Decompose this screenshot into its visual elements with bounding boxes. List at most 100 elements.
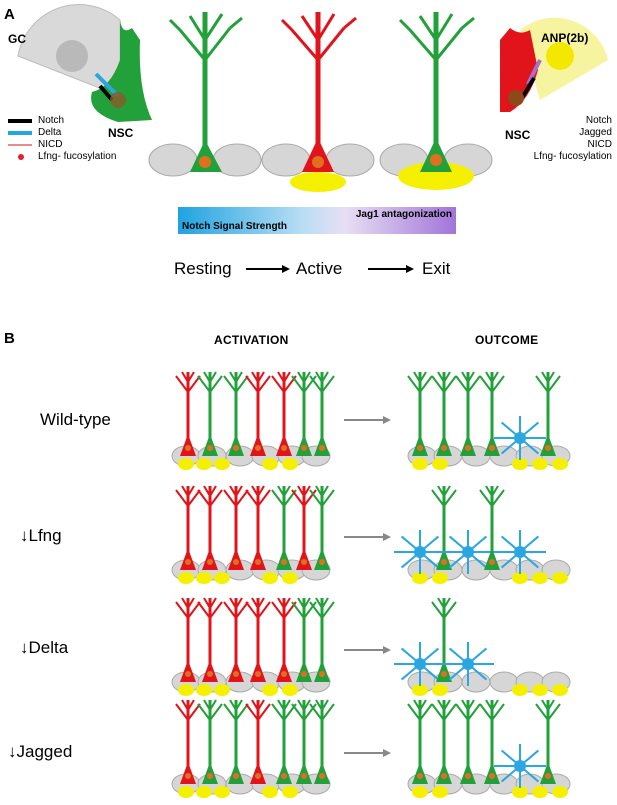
anp-cell [512, 786, 528, 798]
nucleus [301, 773, 307, 779]
down-arrow-icon: ↓ [8, 742, 17, 761]
dendrite [197, 371, 223, 393]
astrocyte-process [448, 551, 469, 569]
dendrite [309, 371, 335, 393]
nucleus [281, 671, 287, 677]
anp-cell [282, 786, 298, 798]
anp-cell [196, 458, 212, 470]
nucleus [545, 445, 551, 451]
astrocyte-process [519, 437, 540, 455]
anp-cell [532, 572, 548, 584]
anp-cell [178, 572, 194, 584]
nucleus [441, 559, 447, 565]
legend-r-jagged: Jagged [579, 127, 612, 138]
dendrite [271, 371, 297, 393]
astrocyte-process [467, 551, 488, 569]
nucleus [255, 445, 261, 451]
neuron-exit [379, 12, 493, 190]
nucleus [207, 671, 213, 677]
dendrite [291, 485, 317, 507]
nsc-right-label: NSC [505, 128, 531, 142]
anp-cell [412, 572, 428, 584]
nucleus [281, 773, 287, 779]
nucleus [319, 773, 325, 779]
dendrite [223, 699, 249, 721]
anp-cell [282, 684, 298, 696]
dendrite [271, 699, 297, 721]
dendrite [479, 371, 505, 393]
anp-cell [262, 684, 278, 696]
dendrite [223, 371, 249, 393]
nucleus [185, 671, 191, 677]
legend-notch: Notch [8, 115, 64, 127]
anp-cell [552, 684, 568, 696]
notch-gradient-bar: Notch Signal Strength Jag1 antagonizatio… [178, 207, 456, 234]
dendrite [535, 371, 561, 393]
dendrite [431, 485, 457, 507]
dendrite [431, 371, 457, 393]
dendrite [271, 597, 297, 619]
astrocyte-process [419, 663, 440, 681]
nucleus [441, 445, 447, 451]
astrocyte-process [448, 663, 469, 681]
anp-cell [512, 684, 528, 696]
astrocyte-process [500, 765, 521, 783]
anp-cell [432, 684, 448, 696]
astrocyte-process [500, 749, 521, 767]
cell-rows-art [171, 371, 571, 798]
astrocyte-process [500, 535, 521, 553]
astrocyte-process [400, 647, 421, 665]
nucleus [255, 773, 261, 779]
nucleus [545, 773, 551, 779]
col-activation: ACTIVATION [214, 333, 289, 347]
nucleus [319, 445, 325, 451]
astrocyte-process [419, 535, 440, 553]
dendrite [271, 485, 297, 507]
dendrite [175, 597, 201, 619]
dendrite [245, 699, 271, 721]
dendrite [407, 699, 433, 721]
astrocyte-process [519, 551, 540, 569]
seq-active: Active [296, 259, 343, 278]
anp-cell [412, 458, 428, 470]
anp-cell [532, 786, 548, 798]
nucleus [233, 773, 239, 779]
down-arrow-icon: ↓ [20, 638, 29, 657]
anp-cell [178, 684, 194, 696]
nucleus [255, 559, 261, 565]
nucleus [255, 671, 261, 677]
sequence-arrows [246, 265, 414, 273]
nucleus [207, 559, 213, 565]
outcome-arrows [344, 416, 391, 757]
anp-cell [178, 458, 194, 470]
nucleus [489, 445, 495, 451]
astrocyte-process [519, 765, 540, 783]
anp-cell [196, 572, 212, 584]
dendrite [479, 485, 505, 507]
astrocyte-process [400, 551, 421, 569]
dendrite [223, 597, 249, 619]
legend-r-notch: Notch [585, 115, 612, 126]
nucleus [441, 773, 447, 779]
dendrite [309, 485, 335, 507]
nucleus [417, 773, 423, 779]
dendrite [431, 699, 457, 721]
anp-cell [552, 458, 568, 470]
astrocyte-process [519, 421, 540, 439]
anp-cell [214, 786, 230, 798]
left-inset [17, 4, 152, 122]
nucleus [417, 445, 423, 451]
granule-cell [461, 671, 491, 693]
row-label-lfng: ↓Lfng [20, 526, 62, 545]
anp-cell [262, 786, 278, 798]
dendrite [245, 597, 271, 619]
anp-cell [532, 458, 548, 470]
astrocyte-process [500, 437, 521, 455]
anp-cell [412, 786, 428, 798]
dendrite [175, 699, 201, 721]
down-arrow-icon: ↓ [20, 526, 29, 545]
astrocyte-process [500, 421, 521, 439]
astrocyte-process [467, 663, 488, 681]
legend-delta: Delta [8, 127, 61, 139]
legend-lfng: Lfng- fucosylation [8, 151, 116, 163]
